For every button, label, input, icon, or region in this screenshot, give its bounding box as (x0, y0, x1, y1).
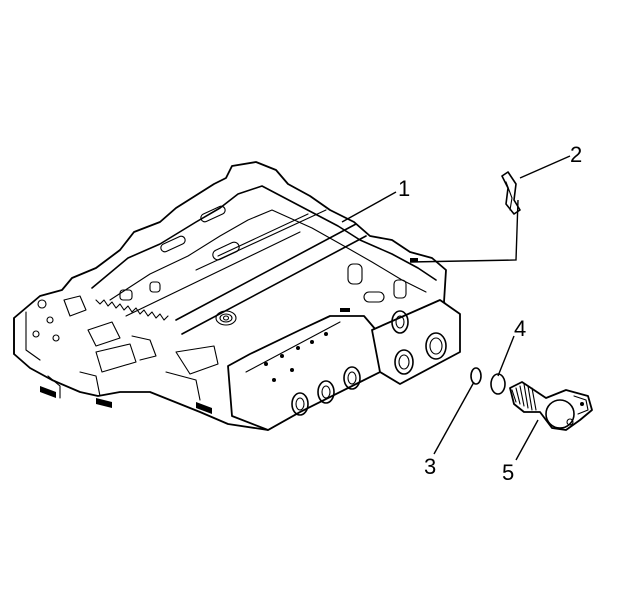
callout-5: 5 (502, 460, 514, 485)
leader-4 (497, 335, 515, 377)
o-ring-small (470, 367, 482, 385)
leader-5 (515, 419, 539, 461)
spring-coil (215, 310, 237, 326)
callout-2: 2 (570, 142, 582, 167)
leader-3 (433, 381, 475, 455)
leader-2 (519, 155, 571, 179)
o-ring-large (490, 373, 506, 395)
retaining-clip (409, 171, 521, 263)
valve-body-assembly (13, 161, 461, 431)
callout-4: 4 (514, 316, 526, 341)
callout-1: 1 (398, 176, 410, 201)
callout-3: 3 (424, 454, 436, 479)
leader-1 (341, 191, 397, 223)
solenoid (509, 381, 593, 431)
leader-lines (341, 155, 571, 461)
